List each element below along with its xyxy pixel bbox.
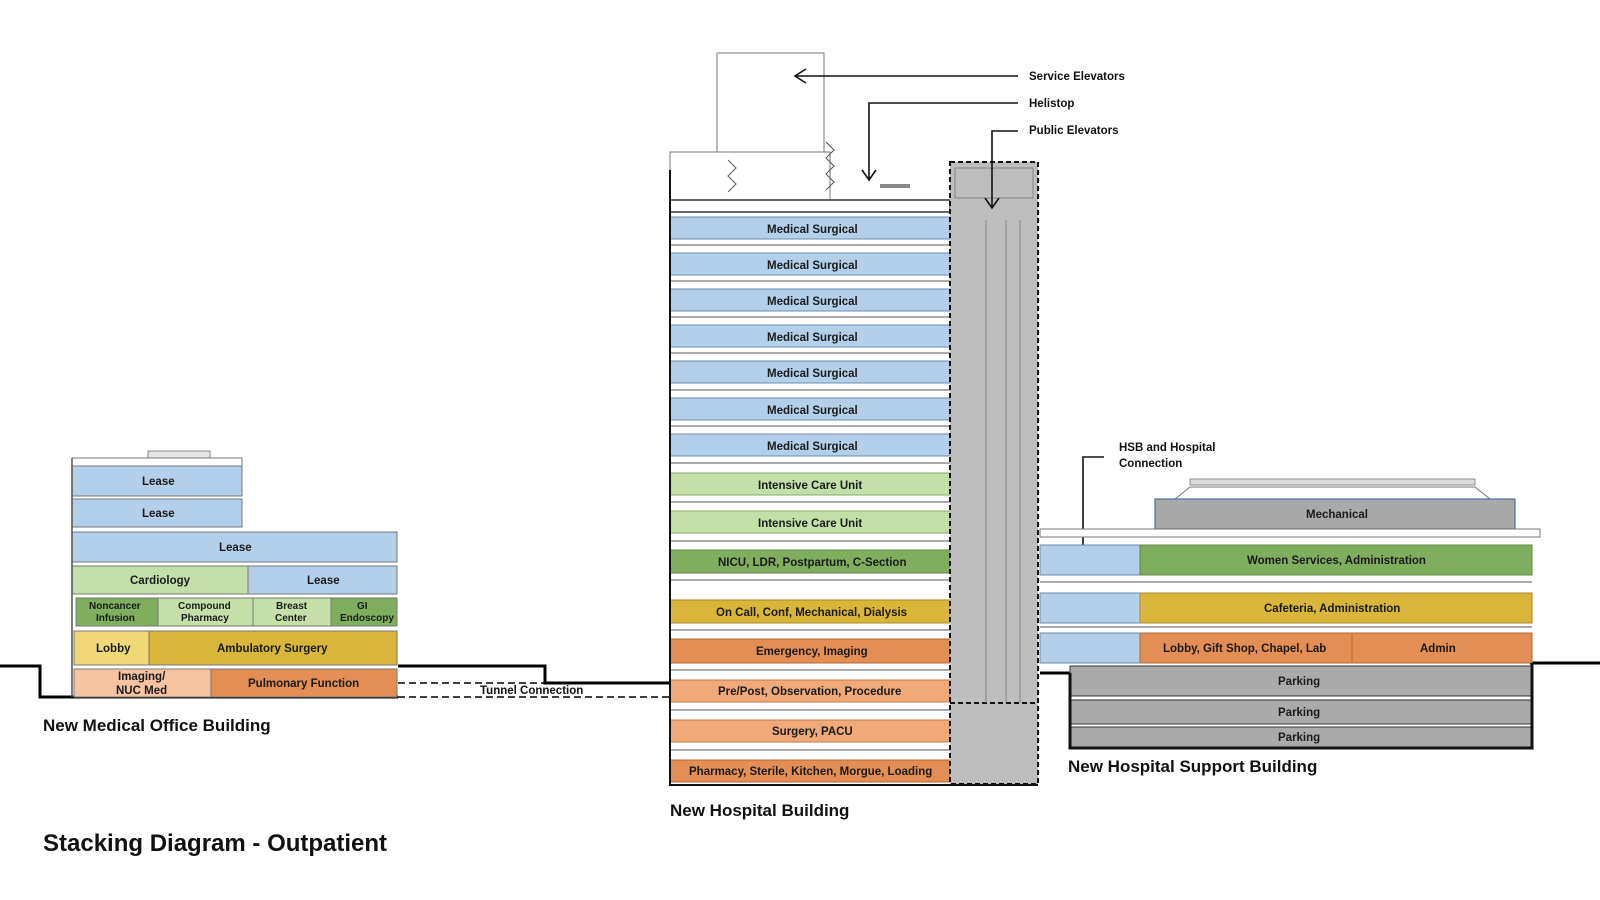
hospital-floor-6-label: NICU, LDR, Postpartum, C-Section <box>718 557 906 569</box>
elevator-shafts <box>954 167 1034 703</box>
hospital-floor-2-label: Pre/Post, Observation, Procedure <box>718 686 901 698</box>
hospital-floor-4-label: On Call, Conf, Mechanical, Dialysis <box>716 607 907 619</box>
hospital-floor-11-label: Medical Surgical <box>767 368 858 380</box>
support-parking-1-label: Parking <box>1278 676 1320 688</box>
hospital-building-name: New Hospital Building <box>670 801 849 820</box>
mob-noncancer-label-1: Noncancer <box>89 601 141 612</box>
hospital-floor-3-label: Emergency, Imaging <box>756 646 868 658</box>
mob-lobby-label: Lobby <box>96 643 131 655</box>
hsb-connection-callout-1: HSB and Hospital <box>1119 442 1215 454</box>
support-floor-3-label: Women Services, Administration <box>1247 555 1426 567</box>
mob-ambulatory-label: Ambulatory Surgery <box>217 643 328 655</box>
support-mechanical-label: Mechanical <box>1306 509 1368 521</box>
support-floor-1a-label: Lobby, Gift Shop, Chapel, Lab <box>1163 643 1326 655</box>
mob-floor-4-lease <box>247 565 398 595</box>
support-women-services <box>1139 544 1533 576</box>
mob-compound-pharmacy <box>157 597 254 627</box>
support-building-name: New Hospital Support Building <box>1068 757 1317 776</box>
hospital-floor-7-label: Intensive Care Unit <box>758 518 862 530</box>
mob-ambulatory-surgery <box>148 630 398 666</box>
mob-breast-label-1: Breast <box>276 601 308 612</box>
mob-imaging-nuc-med <box>73 668 212 698</box>
tunnel-connection: Tunnel Connection <box>398 682 670 698</box>
hospital-floor-12-label: Medical Surgical <box>767 332 858 344</box>
elevator-core <box>949 161 1039 785</box>
helistop-callout: Helistop <box>1029 98 1074 110</box>
hospital-floor-15-label: Medical Surgical <box>767 224 858 236</box>
hospital-floor-10-label: Medical Surgical <box>767 405 858 417</box>
mob-floor-6 <box>71 498 243 528</box>
support-mechanical <box>1154 498 1516 530</box>
mob-floor-5 <box>71 531 398 563</box>
support-cafeteria <box>1139 592 1533 624</box>
mob-breast-center <box>252 597 332 627</box>
rooftop-stairs <box>727 141 835 193</box>
mob-floor-6-label: Lease <box>142 508 175 520</box>
mob-building-name: New Medical Office Building <box>43 716 271 735</box>
mob-gi-endoscopy <box>330 597 398 627</box>
support-parking-3-label: Parking <box>1278 732 1320 744</box>
hospital-floor-1-label: Surgery, PACU <box>772 726 853 738</box>
support-parking-2 <box>1069 699 1533 725</box>
tunnel-label: Tunnel Connection <box>480 685 583 697</box>
hospital-floor-8-label: Intensive Care Unit <box>758 480 862 492</box>
support-lobby <box>1139 632 1353 664</box>
hospital-basement-label: Pharmacy, Sterile, Kitchen, Morgue, Load… <box>689 766 932 778</box>
hospital-floor-9-label: Medical Surgical <box>767 441 858 453</box>
mob-floor-4-lease-label: Lease <box>307 575 340 587</box>
support-floor-1b-label: Admin <box>1420 643 1456 655</box>
mob-noncancer-infusion <box>75 597 159 627</box>
mob-compound-label-2: Pharmacy <box>181 613 229 624</box>
mob-floor-5-label: Lease <box>219 542 252 554</box>
mob-cardiology <box>71 565 249 595</box>
support-building: Mechanical Women Services, Administratio… <box>1039 478 1541 776</box>
support-admin <box>1351 632 1533 664</box>
mob-lobby <box>73 630 150 666</box>
mob-cardiology-label: Cardiology <box>130 575 191 587</box>
mob-compound-label-1: Compound <box>178 601 231 612</box>
mob-floor-7 <box>71 465 243 497</box>
support-floor-2-label: Cafeteria, Administration <box>1264 603 1400 615</box>
diagram-title: Stacking Diagram - Outpatient <box>43 830 387 857</box>
service-elevators-callout: Service Elevators <box>1029 71 1125 83</box>
mob-imaging-label-1: Imaging/ <box>118 671 166 683</box>
mob-pulmonary-function <box>210 668 398 698</box>
hospital-floor-13-label: Medical Surgical <box>767 296 858 308</box>
hospital-floors <box>669 216 951 783</box>
medical-office-building: Lease Lease Lease Cardiology Lease Nonca… <box>43 450 398 735</box>
support-parking-2-label: Parking <box>1278 707 1320 719</box>
callouts <box>793 68 1104 560</box>
mob-floor-7-label: Lease <box>142 476 175 488</box>
mob-breast-label-2: Center <box>275 613 307 624</box>
mob-noncancer-label-2: Infusion <box>96 613 135 624</box>
hsb-connection-callout-2: Connection <box>1119 458 1182 470</box>
mob-imaging-label-2: NUC Med <box>116 685 167 697</box>
support-parking-1 <box>1069 665 1533 697</box>
hospital-building: Medical Surgical Medical Surgical Medica… <box>669 52 1039 820</box>
hospital-floor-14-label: Medical Surgical <box>767 260 858 272</box>
mob-pulmonary-label: Pulmonary Function <box>248 678 359 690</box>
public-elevators-callout: Public Elevators <box>1029 125 1118 137</box>
mob-gi-label-1: GI <box>357 601 368 612</box>
mob-gi-label-2: Endoscopy <box>340 613 394 624</box>
